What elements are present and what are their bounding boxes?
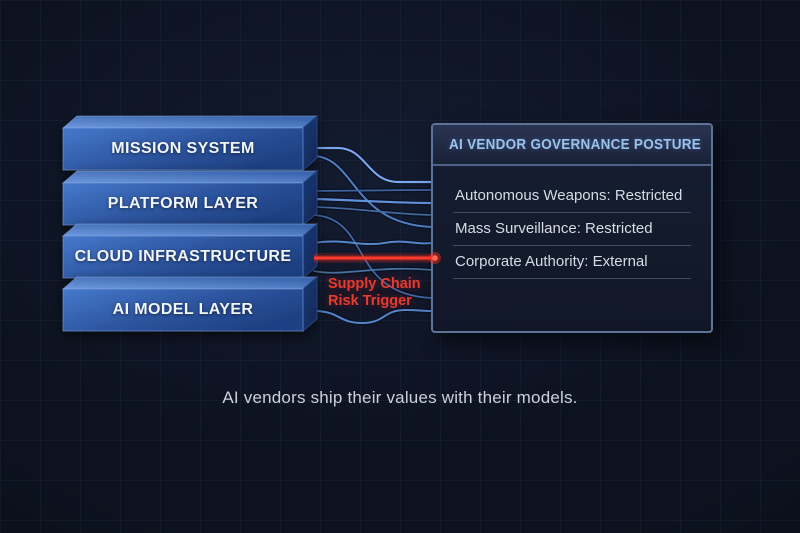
box-label-mission-system: MISSION SYSTEM [111,140,255,157]
box-label-ai-model-layer: AI MODEL LAYER [112,301,254,318]
governance-panel-header: AI VENDOR GOVERNANCE POSTURE [433,125,711,166]
supply-chain-risk-label-line1: Supply Chain [328,276,421,292]
box-label-platform-layer: PLATFORM LAYER [107,195,259,212]
governance-row-mass-surveillance: Mass Surveillance: Restricted [453,213,691,246]
governance-panel-rows: Autonomous Weapons: Restricted Mass Surv… [453,180,691,279]
box-label-cloud-infrastructure: CLOUD INFRASTRUCTURE [74,248,292,265]
supply-chain-risk-label-line2: Risk Trigger [328,293,412,309]
governance-panel-title: AI VENDOR GOVERNANCE POSTURE [449,137,702,153]
supply-chain-risk-label: Supply Chain Risk Trigger [328,276,448,310]
governance-row-corporate-authority: Corporate Authority: External [453,246,691,279]
governance-row-autonomous-weapons: Autonomous Weapons: Restricted [453,180,691,213]
governance-panel: AI VENDOR GOVERNANCE POSTURE Autonomous … [431,123,713,333]
caption-text: AI vendors ship their values with their … [222,388,578,407]
